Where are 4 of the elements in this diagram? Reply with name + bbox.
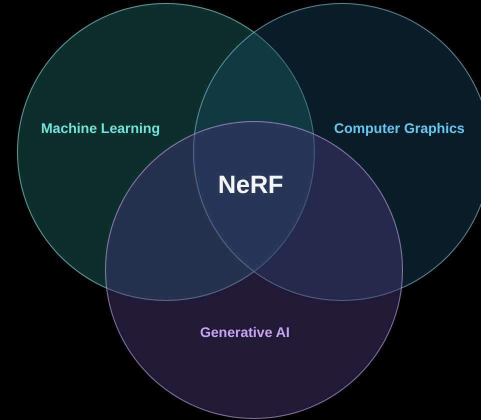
circle-label: Computer Graphics — [334, 120, 465, 136]
circle-label: Generative AI — [200, 324, 290, 340]
intersection-label: NeRF — [218, 171, 284, 200]
circle-label: Machine Learning — [41, 120, 160, 136]
